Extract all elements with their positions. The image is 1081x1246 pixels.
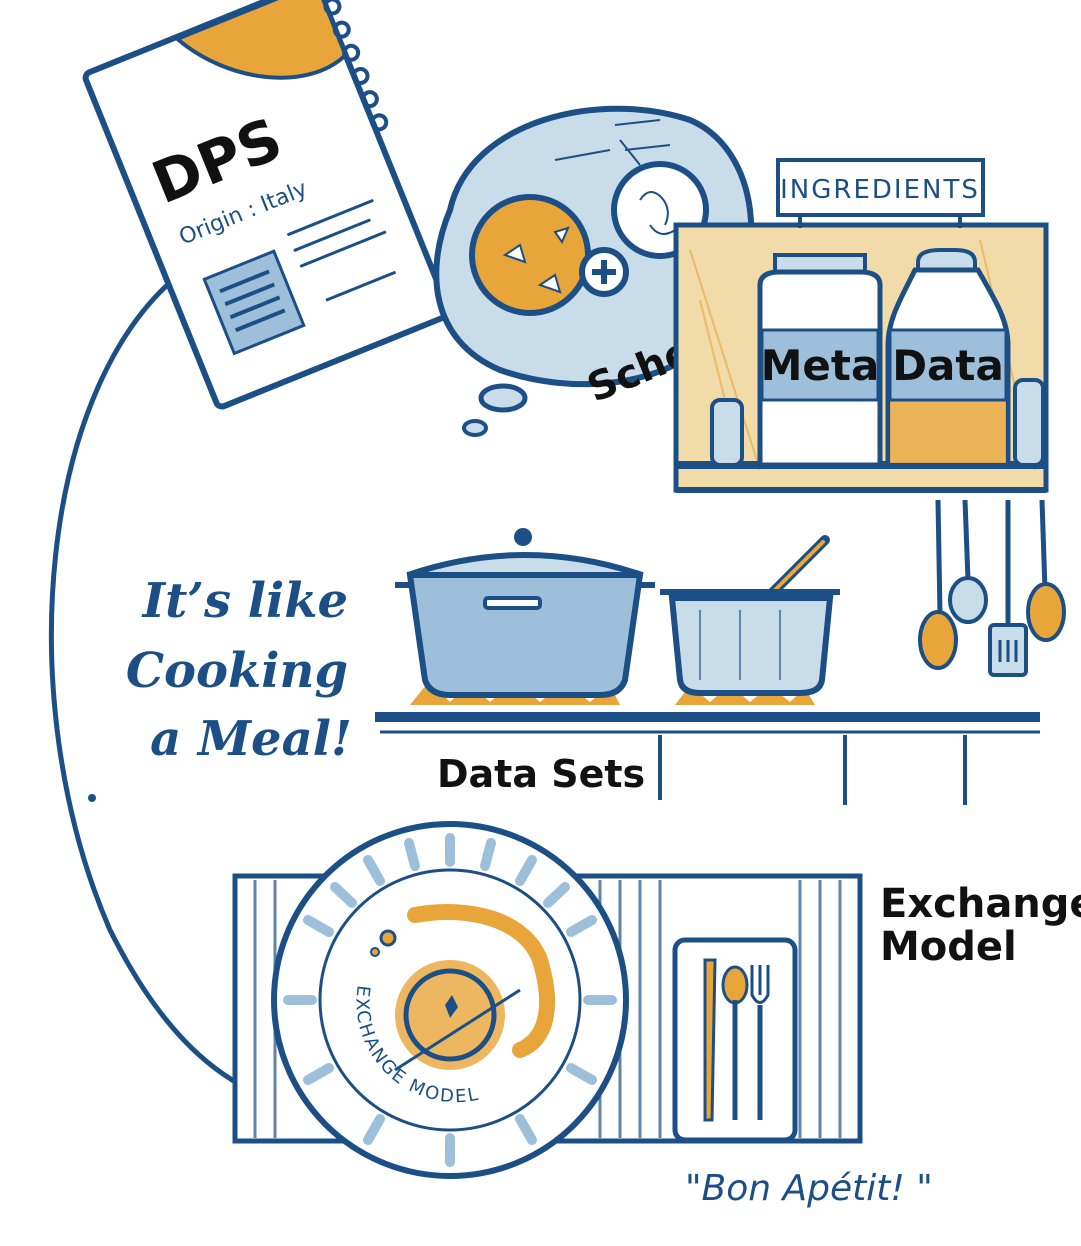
recipe-book-icon: DPS Origin : Italy — [82, 0, 452, 410]
ladle-icon — [918, 499, 958, 670]
fork-icon — [750, 965, 770, 1120]
pot-icon — [395, 528, 655, 698]
slogan-line-1: It’s like — [141, 573, 348, 629]
ladle-icon — [1026, 499, 1066, 642]
saucepan-icon — [660, 535, 840, 696]
table: EXCHANGE MODEL — [232, 821, 863, 1179]
spatula-icon — [988, 500, 1028, 677]
jar-icon: Data — [885, 248, 1011, 468]
plus-icon — [579, 247, 629, 297]
exchange-model-label-line-1: Exchange — [880, 881, 1081, 927]
closing-text: "Bon Apétit! " — [685, 1168, 933, 1209]
jar-right-label: Data — [892, 341, 1004, 390]
spoon-icon — [721, 965, 749, 1120]
connecting-arc — [48, 267, 253, 1093]
stove: Data Sets — [375, 528, 1040, 805]
thought-bubble-dot — [478, 383, 528, 413]
ingredients-shelf: INGREDIENTS Meta Data — [673, 158, 1066, 677]
slogan-line-2: Cooking — [126, 643, 348, 699]
arc-dot — [88, 794, 96, 802]
jar-left-label: Meta — [761, 341, 880, 390]
ladle-icon — [948, 499, 988, 624]
ingredients-sign: INGREDIENTS — [780, 175, 980, 205]
slogan: It’s like Cooking a Meal! — [126, 573, 352, 767]
data-sets-label: Data Sets — [437, 752, 645, 796]
exchange-model-label-line-2: Model — [880, 924, 1017, 970]
thought-bubble-dot — [462, 419, 488, 437]
knife-icon — [703, 958, 717, 1122]
jar-icon: Meta — [757, 253, 883, 468]
plate-icon: EXCHANGE MODEL — [271, 821, 629, 1179]
slogan-line-3: a Meal! — [150, 711, 352, 767]
